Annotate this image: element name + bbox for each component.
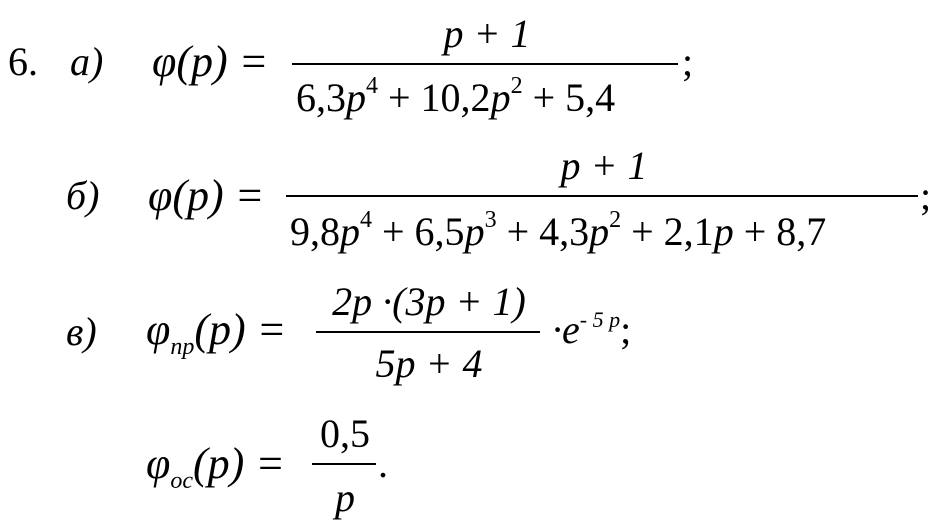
- lhs-v: φпр(p) =: [146, 305, 287, 360]
- label-v: в): [66, 309, 97, 354]
- tail-b: ;: [920, 173, 932, 218]
- lhs-a: φ(p) =: [152, 40, 268, 84]
- lhs-arg: (p) =: [176, 37, 269, 86]
- fraction-bar-a: [292, 63, 678, 65]
- numerator-os: 0,5: [320, 411, 370, 456]
- exponent-factor: ·e- 5 p;: [552, 307, 632, 352]
- fraction-bar-os: [312, 463, 376, 465]
- denominator-os: p: [335, 475, 355, 520]
- label-a: а): [70, 39, 104, 84]
- fraction-bar-b: [286, 195, 918, 197]
- denominator-v: 5p + 4: [375, 341, 483, 386]
- numerator-b: p + 1: [560, 143, 648, 188]
- problem-number: 6.: [8, 39, 38, 84]
- phi-symbol: φ: [152, 37, 177, 86]
- denominator-b: 9,8p4 + 6,5p3 + 4,3p2 + 2,1p + 8,7: [290, 207, 827, 254]
- numerator-v: 2p ·(3p + 1): [332, 279, 526, 324]
- tail-os: .: [378, 441, 388, 486]
- lhs-os: φос(p) =: [146, 439, 285, 494]
- denominator-a: 6,3p4 + 10,2p2 + 5,4: [296, 73, 616, 120]
- lhs-b: φ(p) =: [148, 171, 265, 220]
- label-b: б): [66, 173, 100, 218]
- fraction-bar-v: [316, 331, 540, 333]
- tail-a: ;: [682, 39, 694, 84]
- numerator-a: p + 1: [443, 11, 531, 56]
